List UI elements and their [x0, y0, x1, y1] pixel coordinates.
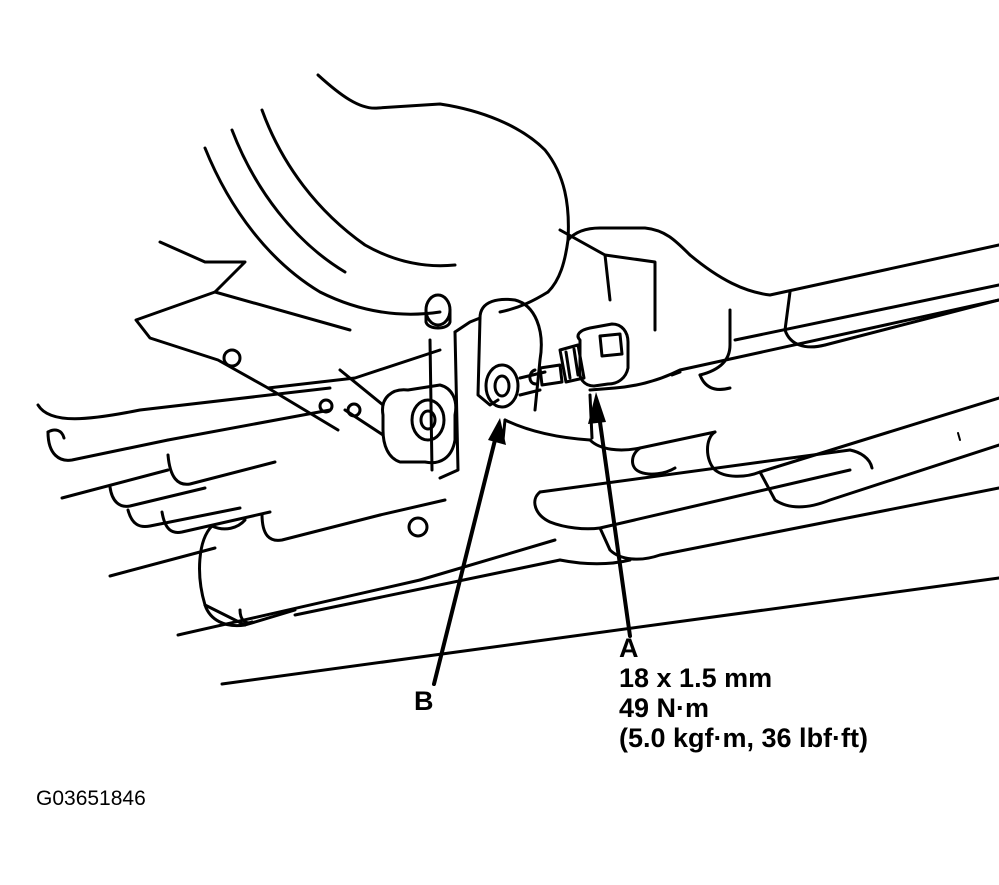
torque-other-units: (5.0 kgf·m, 36 lbf·ft) [619, 723, 869, 753]
bolt-size: 18 x 1.5 mm [619, 663, 773, 693]
callout-b-arrowhead [488, 418, 506, 445]
transmission-case [36, 386, 999, 686]
washer-b [484, 363, 520, 409]
transmission-housing [203, 73, 999, 332]
callout-b-leader [432, 430, 499, 686]
callout-a-arrowhead [588, 392, 606, 424]
lower-frame [418, 283, 999, 582]
drain-boss [338, 293, 482, 480]
callout-b-label: B [414, 686, 434, 716]
callout-a-spec: A 18 x 1.5 mm 49 N·m (5.0 kgf·m, 36 lbf·… [619, 633, 868, 753]
torque-nm: 49 N·m [619, 693, 710, 723]
callout-a-leader [596, 406, 632, 638]
figure-id: G03651846 [36, 787, 146, 810]
drain-bolt-a [528, 322, 630, 440]
washer-bracket [476, 297, 592, 442]
callout-a-label: A [619, 633, 639, 663]
leader-lines [432, 406, 632, 686]
